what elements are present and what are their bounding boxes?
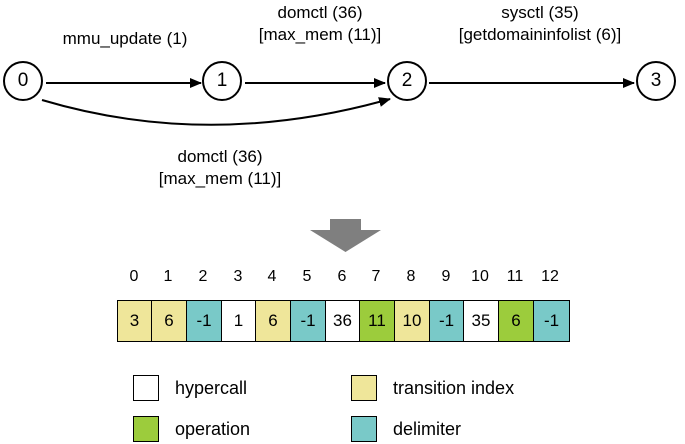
- edge-label-2-3: sysctl (35) [getdomaininfolist (6)]: [425, 2, 655, 46]
- array-index: 12: [541, 268, 559, 285]
- array-index: 0: [129, 268, 139, 285]
- legend-label-operation: operation: [175, 419, 251, 439]
- array-index: 5: [302, 268, 312, 285]
- edge-label-line: domctl (36): [177, 147, 263, 166]
- array-index: 3: [233, 268, 243, 285]
- array-cell: 11: [359, 300, 395, 342]
- legend-swatch-transition-index: [351, 375, 377, 401]
- down-arrow-icon: [310, 219, 381, 252]
- array-index: 1: [163, 268, 173, 285]
- edge-label-line: sysctl (35): [501, 3, 579, 22]
- graph-node: 1: [202, 61, 242, 101]
- array-cell: 1: [221, 300, 256, 342]
- array-cell: 6: [255, 300, 291, 342]
- graph-node: 3: [636, 61, 676, 101]
- array-cell: 35: [463, 300, 499, 342]
- edge-label-line: mmu_update (1): [62, 29, 188, 48]
- legend-swatch-hypercall: [133, 375, 159, 401]
- edge-label-0-1: mmu_update (1): [40, 28, 210, 50]
- legend-swatch-operation: [133, 416, 159, 442]
- array-index: 7: [371, 268, 381, 285]
- array-index: 4: [267, 268, 277, 285]
- graph-node: 0: [3, 61, 43, 101]
- graph-node: 2: [387, 61, 427, 101]
- array-cell: 6: [498, 300, 534, 342]
- edge-0-2: [41, 97, 391, 126]
- array-cell: 10: [394, 300, 430, 342]
- array-cell: 36: [325, 300, 360, 342]
- legend-label-hypercall: hypercall: [175, 378, 248, 398]
- array-index: 9: [441, 268, 451, 285]
- array-cell: -1: [186, 300, 222, 342]
- legend-label-delimiter: delimiter: [393, 419, 462, 439]
- edge-label-line: [getdomaininfolist (6)]: [458, 25, 622, 44]
- legend-label-transition-index: transition index: [393, 378, 515, 398]
- array-cell: 3: [117, 300, 152, 342]
- array-cell: 6: [151, 300, 187, 342]
- array-index: 2: [198, 268, 208, 285]
- array-index: 10: [471, 268, 489, 285]
- array-cell: -1: [290, 300, 326, 342]
- legend-swatch-delimiter: [351, 416, 377, 442]
- array-index: 8: [406, 268, 416, 285]
- array-index: 11: [506, 268, 524, 285]
- edge-label-0-2: domctl (36) [max_mem (11)]: [130, 146, 310, 190]
- edge-label-line: [max_mem (11)]: [258, 25, 382, 44]
- edge-label-line: domctl (36): [277, 3, 363, 22]
- array-index: 6: [337, 268, 347, 285]
- edge-label-1-2: domctl (36) [max_mem (11)]: [230, 2, 410, 46]
- array-cell: -1: [533, 300, 570, 342]
- edge-label-line: [max_mem (11)]: [158, 169, 282, 188]
- array-cell: -1: [429, 300, 464, 342]
